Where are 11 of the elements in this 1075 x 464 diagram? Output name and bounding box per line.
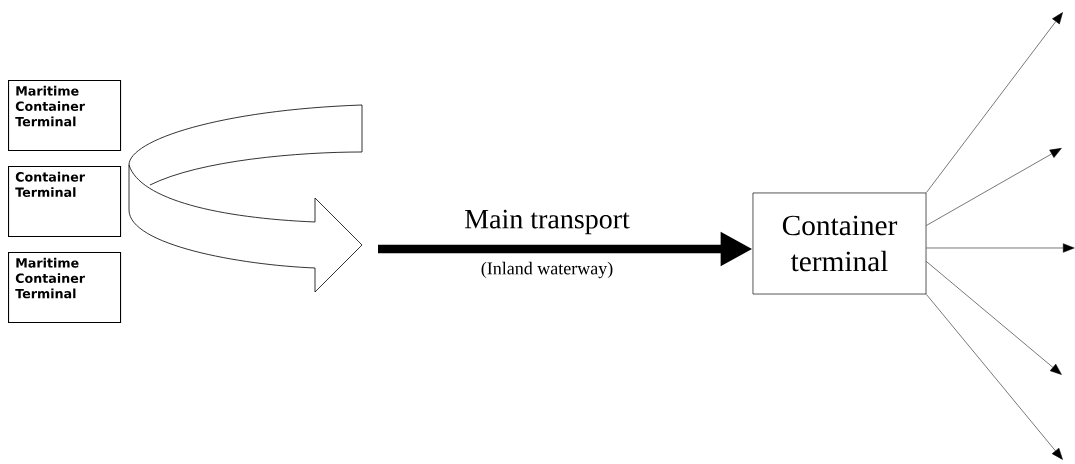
arrow [926, 12, 1063, 193]
mode-label: (Inland waterway) [481, 261, 613, 279]
terminal-box: Container Terminal [8, 166, 122, 238]
arrow [926, 261, 1062, 375]
terminal-box: Maritime Container Terminal [8, 80, 122, 152]
edge-label: Main transport [462, 208, 632, 236]
terminal-box: Container terminal [752, 192, 927, 295]
arrow [926, 294, 1063, 460]
arrow [926, 148, 1062, 226]
arrow [926, 243, 1075, 253]
terminal-box: Maritime Container Terminal [8, 252, 122, 324]
